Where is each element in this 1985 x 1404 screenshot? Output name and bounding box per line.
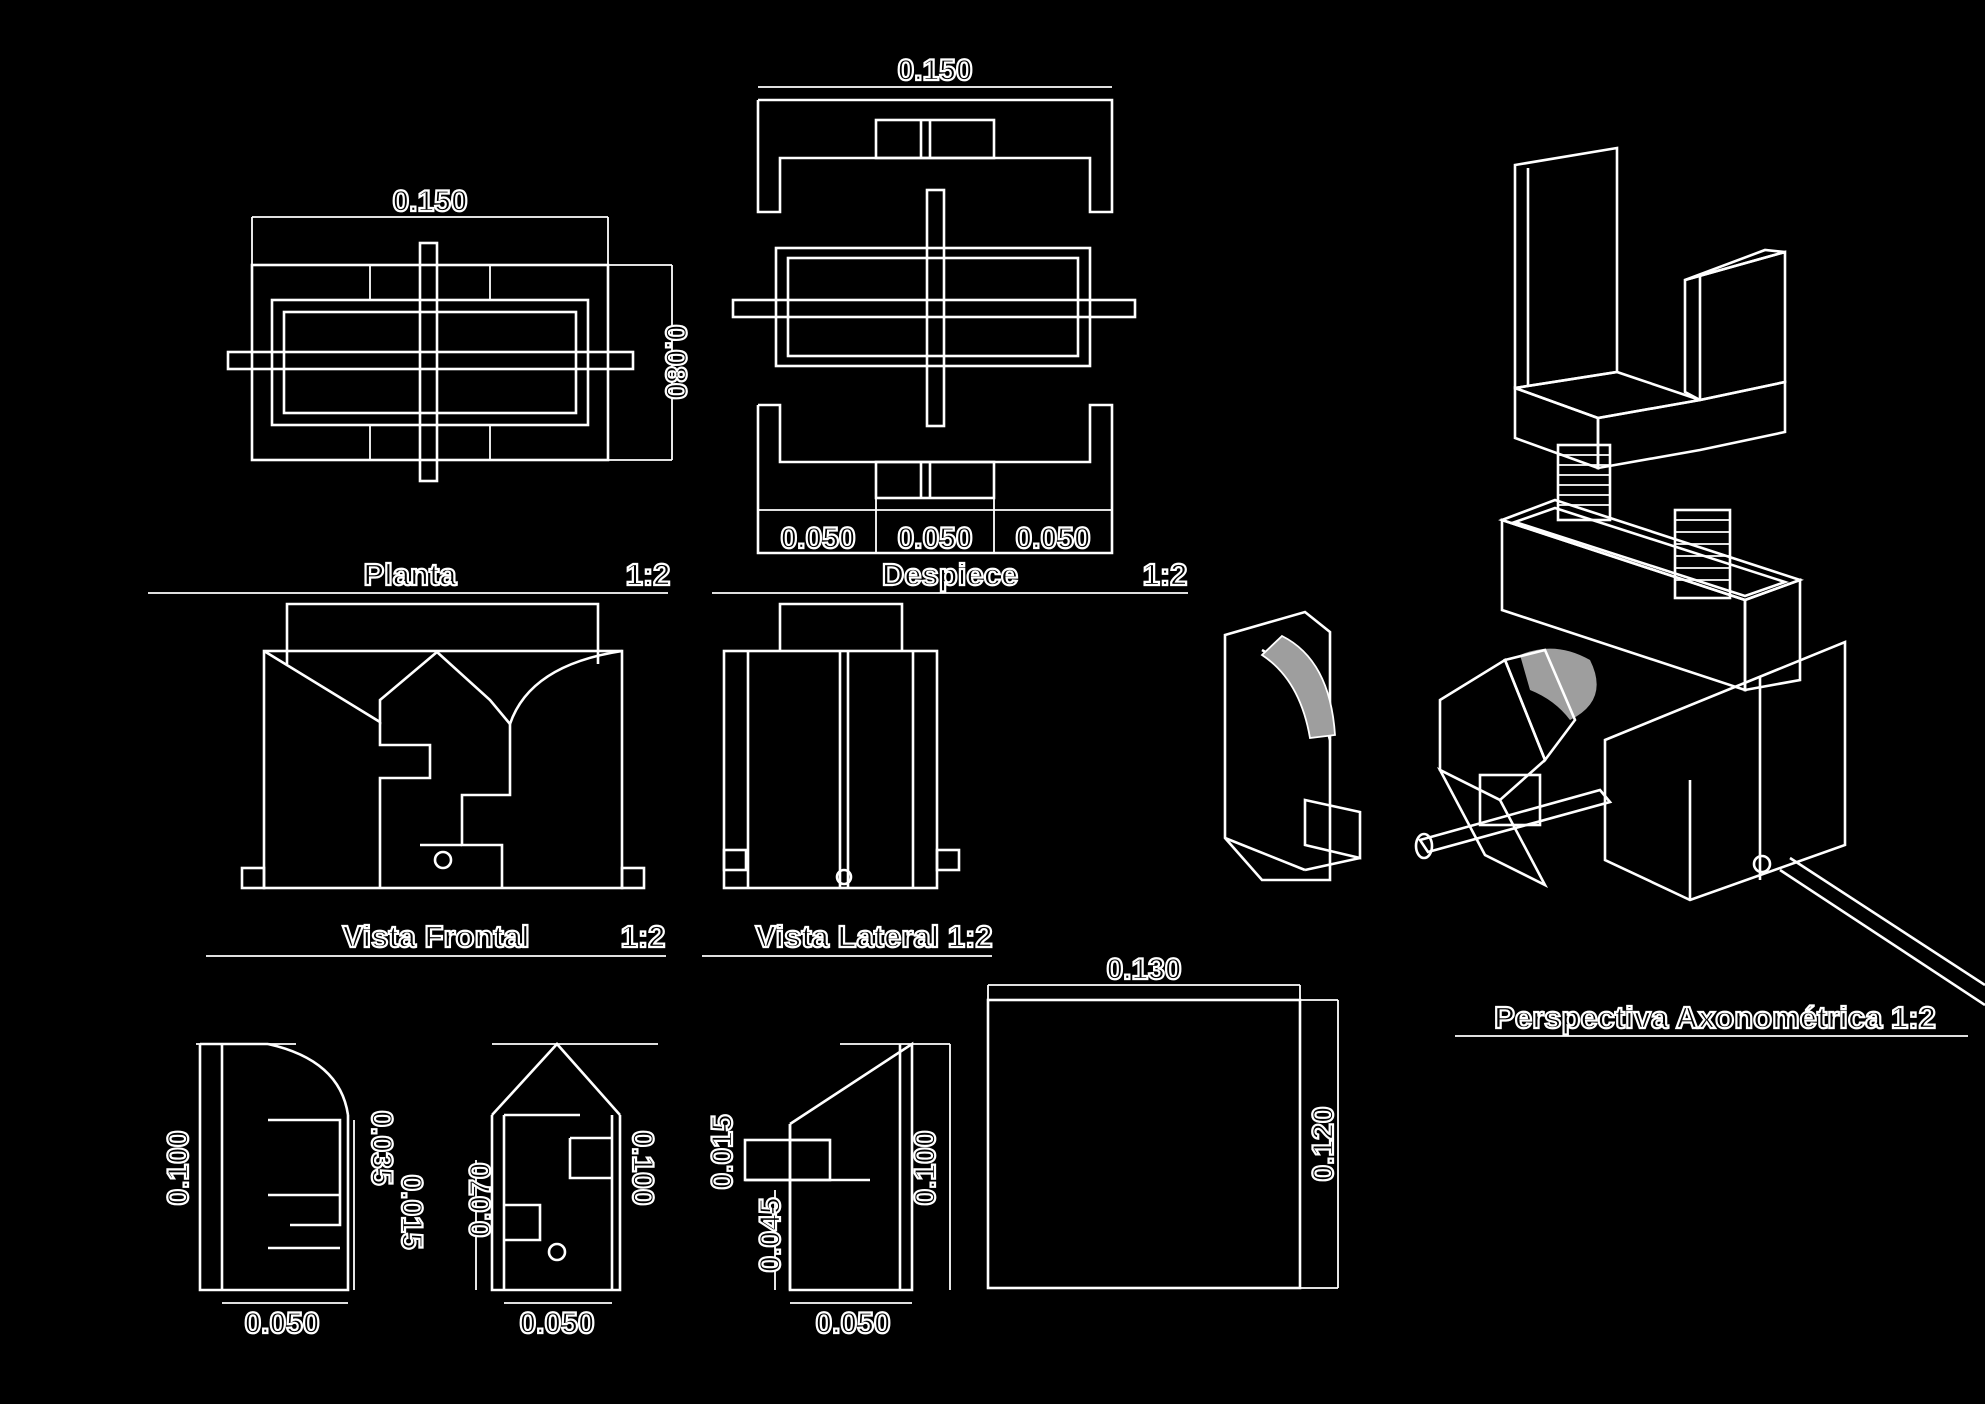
- lateral-label: Vista Lateral 1:2: [755, 919, 992, 954]
- despiece-seg3-dim: 0.050: [1015, 522, 1090, 555]
- frontal-label: Vista Frontal: [342, 919, 529, 954]
- planta-width-dim: 0.150: [392, 185, 467, 218]
- planta-depth-dim: 0.080: [659, 324, 692, 399]
- frontal-view: [206, 602, 666, 957]
- block-view: [986, 984, 1339, 1290]
- spring-right: [1673, 508, 1732, 600]
- spring-left: [1556, 443, 1612, 522]
- planta-view: [148, 216, 673, 594]
- despiece-label: Despiece: [882, 557, 1018, 592]
- piece1-a-dim: 0.035: [365, 1110, 398, 1185]
- piece3-width-dim: 0.050: [815, 1307, 890, 1340]
- piece1-height-dim: 0.100: [162, 1130, 195, 1205]
- piece2-a-dim: 0.070: [464, 1162, 497, 1237]
- piece2-view: [475, 1042, 658, 1304]
- piece2-width-dim: 0.050: [519, 1307, 594, 1340]
- planta-label: Planta: [363, 557, 457, 592]
- piece1-view: [196, 1042, 355, 1304]
- block-height-dim: 0.120: [1307, 1106, 1340, 1181]
- despiece-scale: 1:2: [1143, 557, 1188, 592]
- planta-scale: 1:2: [626, 557, 671, 592]
- piece2-height-dim: 0.100: [626, 1130, 659, 1205]
- piece3-b-dim: 0.045: [754, 1197, 787, 1272]
- piece1-b-dim: 0.015: [395, 1174, 428, 1249]
- despiece-seg2-dim: 0.050: [897, 522, 972, 555]
- block-width-dim: 0.130: [1106, 953, 1181, 986]
- despiece-width-dim: 0.150: [897, 54, 972, 87]
- frontal-scale: 1:2: [621, 919, 666, 954]
- despiece-view: [712, 86, 1188, 594]
- piece1-width-dim: 0.050: [244, 1307, 319, 1340]
- lateral-view: [702, 602, 992, 957]
- piece3-a-dim: 0.015: [706, 1114, 739, 1189]
- axonometric-view: [1223, 146, 1985, 1037]
- piece3-height-dim: 0.100: [909, 1130, 942, 1205]
- piece3-view: [743, 1041, 951, 1304]
- despiece-seg1-dim: 0.050: [780, 522, 855, 555]
- perspectiva-label: Perspectiva Axonométrica 1:2: [1494, 1000, 1936, 1035]
